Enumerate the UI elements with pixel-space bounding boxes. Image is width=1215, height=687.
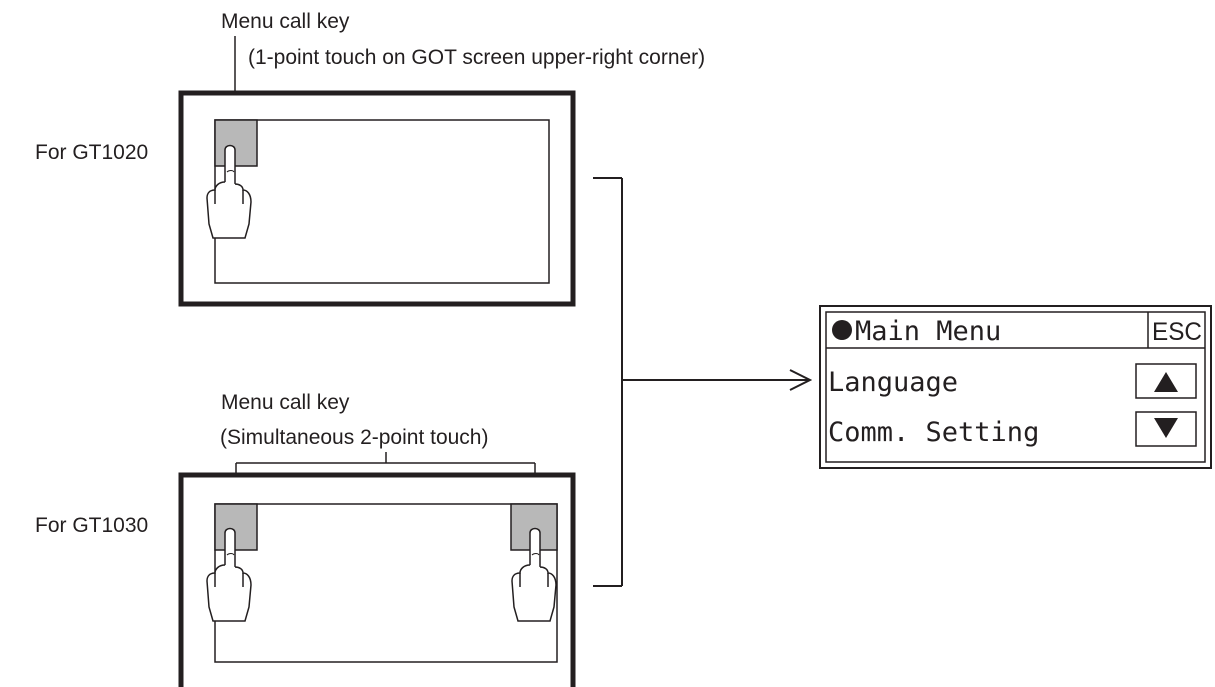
- scroll-up-button[interactable]: [1136, 364, 1196, 398]
- main-menu-panel: Main Menu ESC Language Comm. Setting: [820, 306, 1211, 468]
- gt1020-label: For GT1020: [35, 141, 148, 164]
- gt1030-menu-call-key-left[interactable]: [215, 504, 257, 550]
- main-menu-title: Main Menu: [855, 316, 1001, 347]
- gt1030-label: For GT1030: [35, 514, 148, 537]
- menu-item-comm-setting[interactable]: Comm. Setting: [828, 417, 1039, 448]
- esc-button-label: ESC: [1152, 318, 1202, 346]
- gt1030-callout-detail: (Simultaneous 2-point touch): [220, 426, 488, 449]
- esc-button[interactable]: ESC: [1152, 318, 1202, 346]
- gt1020-menu-call-key[interactable]: [215, 120, 257, 166]
- gt1020-callout-detail: (1-point touch on GOT screen upper-right…: [248, 46, 705, 69]
- gt1030-callout-title: Menu call key: [221, 391, 350, 414]
- gt1030-device: [181, 475, 573, 687]
- gt1020-device: [181, 93, 573, 304]
- menu-bullet-icon: [832, 320, 852, 340]
- connector-bracket: [593, 178, 810, 586]
- scroll-down-button[interactable]: [1136, 412, 1196, 446]
- gt1020-callout-title: Menu call key: [221, 10, 350, 33]
- gt1020-screen: [215, 120, 549, 283]
- menu-item-language[interactable]: Language: [828, 367, 958, 398]
- gt1030-screen: [215, 504, 557, 662]
